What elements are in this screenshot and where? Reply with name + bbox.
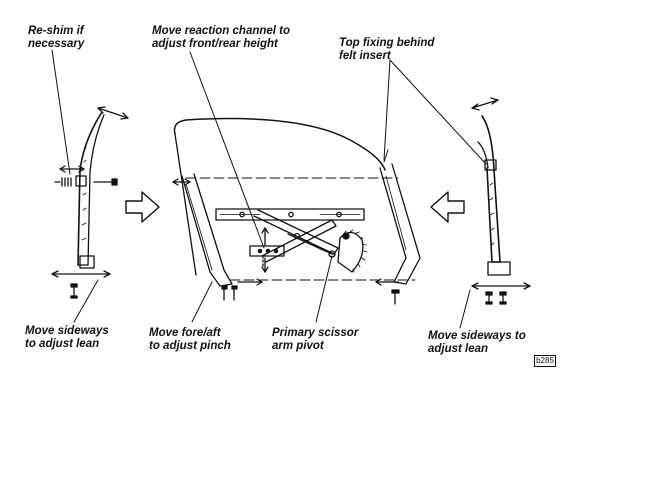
shim-stack bbox=[54, 175, 118, 187]
left-glass-channel bbox=[77, 111, 105, 269]
toothed-quadrant bbox=[337, 229, 368, 273]
label-reshim-line1: Re-shim if bbox=[28, 25, 84, 37]
upper-guide-rail bbox=[215, 208, 365, 221]
door-glass-outline bbox=[173, 117, 416, 281]
label-sideways-right: Move sideways to adjust lean bbox=[428, 330, 526, 356]
left-adjust-arrows bbox=[51, 106, 129, 278]
label-top-fixing-line2: felt insert bbox=[339, 50, 391, 62]
label-fore-aft: Move fore/aft to adjust pinch bbox=[149, 327, 231, 353]
label-top-fixing-line1: Top fixing behind bbox=[339, 37, 435, 49]
front-glass-channel bbox=[181, 173, 233, 287]
label-sideways-left: Move sideways to adjust lean bbox=[25, 325, 109, 351]
hollow-arrow-right-icon bbox=[125, 191, 160, 223]
label-reaction-channel-line2: adjust front/rear height bbox=[152, 38, 278, 50]
label-sideways-left-line2: to adjust lean bbox=[25, 338, 100, 350]
label-reaction-channel-line1: Move reaction channel to bbox=[152, 25, 291, 37]
label-fore-aft-line1: Move fore/aft bbox=[149, 327, 221, 339]
label-reshim: Re-shim if necessary bbox=[28, 25, 84, 51]
front-channel-bolts bbox=[221, 285, 238, 301]
label-reshim-line2: necessary bbox=[28, 38, 85, 50]
label-scissor-pivot-line2: arm pivot bbox=[272, 340, 324, 352]
label-scissor-pivot: Primary scissor arm pivot bbox=[272, 327, 358, 353]
right-glass-channel bbox=[477, 115, 511, 276]
reaction-channel bbox=[249, 245, 285, 267]
leader-lines bbox=[51, 49, 487, 329]
rear-glass-channel bbox=[379, 149, 421, 285]
left-lower-bolts bbox=[70, 283, 78, 299]
right-adjust-arrows bbox=[471, 97, 531, 290]
scissor-arms bbox=[253, 209, 339, 263]
label-scissor-pivot-line1: Primary scissor bbox=[272, 327, 359, 339]
label-sideways-left-line1: Move sideways bbox=[25, 325, 109, 337]
hollow-arrow-left-icon bbox=[430, 191, 465, 223]
reference-code: b285 bbox=[534, 355, 556, 367]
label-reaction-channel: Move reaction channel to adjust front/re… bbox=[152, 25, 290, 51]
label-sideways-right-line2: adjust lean bbox=[428, 343, 489, 355]
centre-adjust-arrows bbox=[172, 178, 399, 286]
label-top-fixing: Top fixing behind felt insert bbox=[339, 37, 434, 63]
label-fore-aft-line2: to adjust pinch bbox=[149, 340, 231, 352]
rear-channel-bolt bbox=[391, 289, 400, 305]
right-lower-bolts bbox=[485, 291, 507, 305]
label-sideways-right-line1: Move sideways to bbox=[428, 330, 526, 342]
